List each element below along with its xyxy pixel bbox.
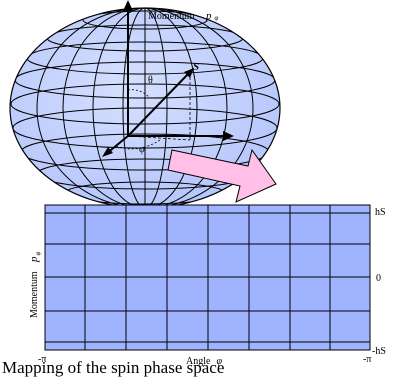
spin-vector-arrowhead [184, 68, 194, 78]
y-axis-symbol: pφ [28, 252, 42, 264]
x-tick-right: -π [363, 354, 371, 365]
y-axis-label: Momentum [29, 271, 40, 318]
x-tick-left: -π [38, 354, 46, 365]
phi-label: φ [139, 144, 145, 155]
sphere-axis-label: Momentum [148, 11, 195, 22]
vertical-axis-arrowhead [123, 0, 133, 11]
y-tick-mid: 0 [376, 273, 381, 284]
mapping-arrow [167, 148, 277, 203]
y-tick-top: hS [375, 207, 386, 218]
y-axis-symbol-group: pφ [28, 252, 42, 264]
projection-base [127, 135, 191, 141]
depth-axis-arrowhead [102, 147, 113, 157]
y-axis-label-group: Momentum [29, 271, 40, 318]
vector-label: S [193, 61, 199, 73]
grid-lines [45, 205, 370, 350]
theta-label: θ [148, 75, 153, 86]
phi-arc [115, 139, 161, 150]
y-tick-bottom: -hS [372, 346, 386, 357]
figure-caption: Mapping of the spin phase space [2, 358, 225, 377]
horizontal-axis-arrowhead [223, 131, 234, 141]
theta-arc [127, 89, 151, 99]
spin-vector [127, 71, 191, 137]
